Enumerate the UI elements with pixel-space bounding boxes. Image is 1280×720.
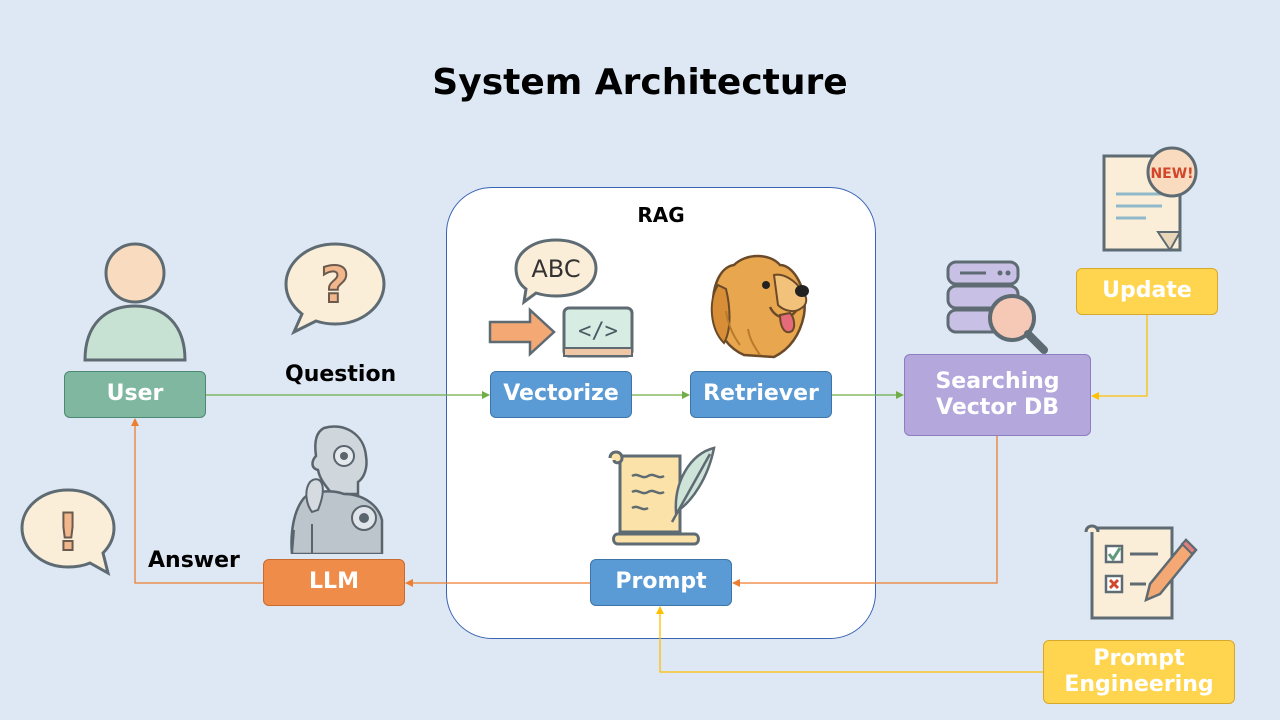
question-mark-glyph: ? (320, 256, 349, 314)
robot-llm-icon (290, 425, 384, 554)
retriever-node: Retriever (690, 371, 832, 418)
retriever-dog-icon (710, 254, 809, 359)
checklist-pencil-icon (1084, 524, 1198, 620)
exclamation-mark-glyph: ! (56, 503, 80, 563)
question-label: Question (285, 362, 397, 387)
update-node: Update (1076, 268, 1218, 315)
user-icon (83, 242, 187, 362)
edge-search-to-prompt (732, 436, 998, 587)
prompt-scroll-icon (608, 446, 716, 546)
vectorize-icon: ABC </> (488, 238, 634, 358)
edge-prompt-engineering-to-prompt (656, 606, 1043, 673)
prompt-engineering-node: Prompt Engineering (1043, 640, 1235, 704)
new-document-icon: NEW! (1102, 146, 1198, 252)
diagram-title: System Architecture (432, 62, 848, 103)
prompt-node: Prompt (590, 559, 732, 606)
answer-label: Answer (148, 548, 240, 573)
llm-node: LLM (263, 559, 405, 606)
vectorize-node: Vectorize (490, 371, 632, 418)
svg-text:</>: </> (578, 319, 618, 344)
rag-label: RAG (637, 203, 685, 227)
edge-llm-to-user (131, 418, 263, 584)
question-bubble-icon: ? (284, 242, 386, 336)
edge-update-to-search (1091, 315, 1148, 400)
abc-text: ABC (531, 255, 580, 283)
new-badge-text: NEW! (1150, 166, 1193, 182)
searching-vector-db-node: Searching Vector DB (904, 354, 1091, 436)
exclamation-bubble-icon: ! (20, 488, 116, 576)
user-node: User (64, 371, 206, 418)
database-search-icon (946, 260, 1048, 354)
